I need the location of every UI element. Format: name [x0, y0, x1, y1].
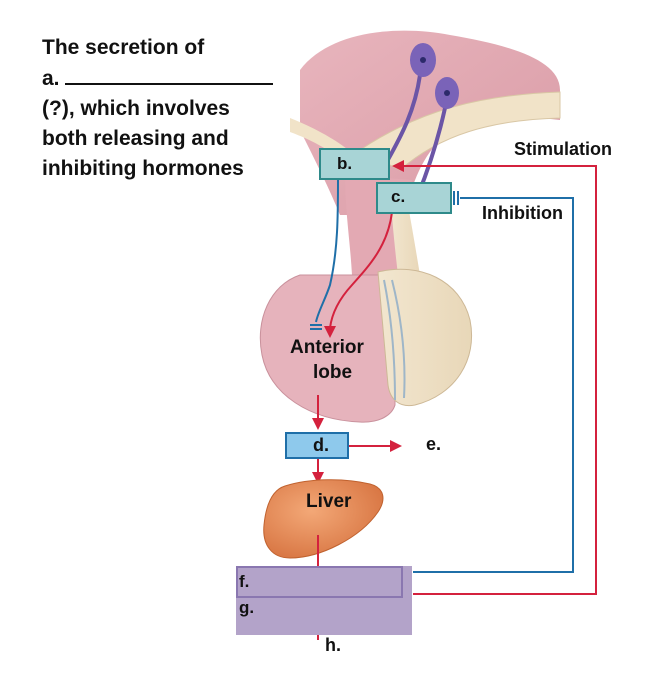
- inhibiting-hormone-path: [315, 177, 339, 323]
- box-c[interactable]: c.: [376, 182, 452, 214]
- liver-label: Liver: [306, 491, 352, 512]
- answer-a-blank[interactable]: [65, 63, 274, 85]
- label-c: c.: [391, 187, 406, 206]
- question-line-5: inhibiting hormones: [42, 157, 244, 180]
- d-to-liver-arrowhead: [312, 472, 324, 484]
- question-text: The secretion of a. (?), which involves …: [42, 33, 274, 184]
- inhibition-label: Inhibition: [482, 203, 563, 223]
- label-f: f.: [239, 572, 250, 591]
- liver-shape: [263, 479, 384, 559]
- question-line-4: both releasing and: [42, 127, 229, 150]
- anterior-lobe-label-1: Anterior: [290, 337, 364, 358]
- label-e: e.: [426, 434, 442, 454]
- posterior-lobe-lines: [383, 279, 406, 401]
- lobe-to-d-arrowhead: [312, 418, 324, 430]
- releasing-hormone-path: [329, 211, 393, 329]
- answer-a-prefix: a.: [42, 67, 60, 90]
- label-b: b.: [337, 154, 353, 173]
- label-h: h.: [325, 635, 341, 655]
- inhibition-feedback-loop: [413, 197, 574, 573]
- question-line-1: The secretion of: [42, 36, 205, 59]
- releasing-hormone-arrowhead: [324, 326, 336, 338]
- stimulation-feedback-arrowhead: [392, 160, 404, 172]
- question-line-2: a.: [42, 63, 274, 94]
- label-d: d.: [313, 435, 329, 455]
- box-fg[interactable]: f. g.: [236, 566, 412, 635]
- d-to-e-arrowhead: [390, 440, 402, 452]
- stimulation-label: Stimulation: [514, 139, 612, 159]
- box-f-outline: [236, 566, 403, 598]
- anterior-lobe-shape: [259, 274, 396, 423]
- box-d[interactable]: d.: [285, 432, 349, 459]
- label-g: g.: [239, 598, 255, 617]
- stimulation-feedback-loop: [402, 165, 597, 595]
- question-line-3: (?), which involves: [42, 97, 230, 120]
- posterior-lobe-shape: [377, 268, 472, 407]
- anterior-lobe-label-2: lobe: [313, 362, 353, 383]
- box-b[interactable]: b.: [319, 148, 390, 180]
